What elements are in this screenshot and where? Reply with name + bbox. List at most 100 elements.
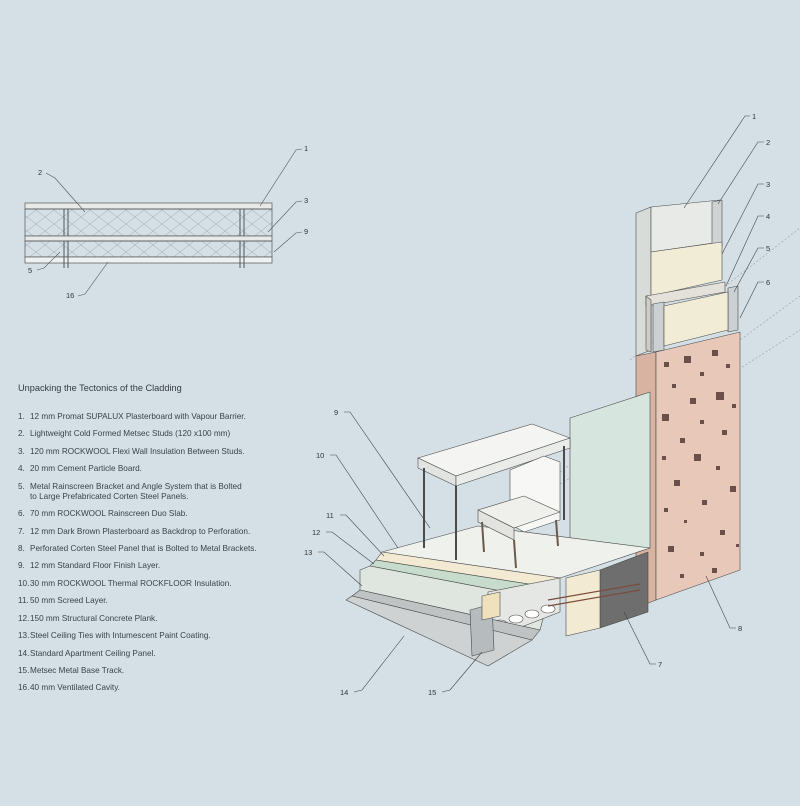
floor-trim (547, 583, 641, 607)
legend-item-text: 12 mm Standard Floor Finish Layer. (30, 561, 161, 571)
legend-item-number: 7. (18, 526, 25, 536)
corten-perforations (662, 350, 739, 578)
wall-layer-cement-board-side (645, 295, 652, 353)
axo-callout-12: 12 (312, 528, 320, 537)
section-callout-3: 3 (304, 196, 308, 205)
legend-item-number: 4. (18, 464, 25, 474)
axo-callout-6: 6 (766, 278, 770, 287)
section-callout-2: 2 (38, 168, 42, 177)
legend-item-number: 3. (18, 446, 25, 456)
legend-item: 12.150 mm Structural Concrete Plank. (18, 614, 308, 624)
section-inner-board (24, 235, 273, 242)
section-stud-right (239, 209, 245, 268)
support-column (565, 569, 601, 637)
section-callout-1: 1 (304, 144, 308, 153)
legend-item-text: Metal Rainscreen Bracket and Angle Syste… (30, 481, 242, 501)
legend-item: 6. 70 mm ROCKWOOL Rainscreen Duo Slab. (18, 509, 308, 519)
legend-item-text: 50 mm Screed Layer. (30, 596, 108, 606)
axo-callout-15: 15 (428, 688, 436, 697)
legend-item-number: 15. (18, 666, 30, 675)
axo-callout-8: 8 (738, 624, 742, 633)
legend-title: Unpacking the Tectonics of the Cladding (18, 383, 182, 393)
wall-bracket (652, 301, 665, 353)
floor-edge-block (481, 591, 501, 621)
section-callout-16: 16 (66, 291, 74, 300)
axo-callout-2: 2 (766, 138, 770, 147)
section-insulation-lower (24, 240, 273, 258)
legend-item-number: 11. (18, 596, 29, 606)
legend-list: 1. 12 mm Promat SUPALUX Plasterboard with… (18, 412, 308, 693)
legend-item-text: Perforated Corten Steel Panel that is Bo… (30, 543, 257, 553)
legend-item-text: 70 mm ROCKWOOL Rainscreen Duo Slab. (30, 509, 188, 519)
legend-item-number: 2. (18, 429, 25, 439)
legend-item: 14.Standard Apartment Ceiling Panel. (18, 649, 308, 659)
legend-item-number: 5. (18, 481, 25, 491)
wall-bracket-2 (727, 285, 739, 333)
corten-panel-face (655, 331, 741, 601)
axo-callout-1: 1 (752, 112, 756, 121)
axo-callout-3: 3 (766, 180, 770, 189)
section-callout-5: 5 (28, 266, 32, 275)
legend-item-number: 8. (18, 543, 25, 553)
section-callout-9: 9 (304, 227, 308, 236)
axo-callout-9: 9 (334, 408, 338, 417)
legend-item-number: 14. (18, 648, 30, 658)
legend-item: 2. Lightweight Cold Formed Metsec Studs (… (18, 429, 308, 439)
legend-item-number: 13. (18, 631, 30, 641)
legend-item: 11.50 mm Screed Layer. (18, 596, 308, 606)
section-stud-left (63, 209, 69, 268)
legend-item-text: 40 mm Ventilated Cavity. (30, 683, 120, 693)
axo-callout-5: 5 (766, 244, 770, 253)
axo-callout-labels: 1 2 3 4 5 6 7 8 9 10 11 12 13 14 15 (304, 112, 770, 697)
legend-item-text: 120 mm ROCKWOOL Flexi Wall Insulation Be… (30, 446, 245, 456)
legend-panel: Unpacking the Tectonics of the Cladding … (18, 383, 308, 701)
legend-item: 8. Perforated Corten Steel Panel that is … (18, 544, 308, 554)
axo-callout-11: 11 (326, 511, 334, 520)
legend-item: 3. 120 mm ROCKWOOL Flexi Wall Insulation … (18, 447, 308, 457)
axonometric-cladding-model (345, 199, 800, 667)
legend-item: 10.30 mm ROCKWOOL Thermal ROCKFLOOR Insu… (18, 579, 308, 589)
legend-item: 5. Metal Rainscreen Bracket and Angle Sys… (18, 482, 308, 502)
legend-item-text: 12 mm Promat SUPALUX Plasterboard with V… (30, 412, 246, 422)
axo-leaders (318, 115, 764, 693)
legend-item-number: 10. (18, 578, 30, 588)
legend-item: 1. 12 mm Promat SUPALUX Plasterboard with… (18, 412, 308, 422)
legend-item-text: Lightweight Cold Formed Metsec Studs (12… (30, 429, 231, 439)
section-leaders (36, 148, 303, 297)
axo-callout-13: 13 (304, 548, 312, 557)
legend-item: 13.Steel Ceiling Ties with Intumescent P… (18, 631, 308, 641)
axo-callout-14: 14 (340, 688, 348, 697)
legend-item-text: Steel Ceiling Ties with Intumescent Pain… (30, 631, 211, 641)
legend-item-text: 30 mm ROCKWOOL Thermal ROCKFLOOR Insulat… (30, 578, 232, 588)
wall-layer-insulation (650, 241, 723, 297)
legend-item-number: 6. (18, 509, 25, 519)
axo-callout-10: 10 (316, 451, 324, 460)
legend-item: 16.40 mm Ventilated Cavity. (18, 683, 308, 693)
wall-section-diagram (24, 202, 273, 268)
legend-item-number: 9. (18, 561, 25, 571)
axo-callout-7: 7 (658, 660, 662, 669)
section-callout-labels: 2 1 3 9 5 16 (28, 144, 308, 300)
legend-item-text: Metsec Metal Base Track. (30, 666, 125, 675)
section-outer-board (24, 202, 273, 210)
legend-item: 15.Metsec Metal Base Track. (18, 666, 308, 676)
legend-item-text: Standard Apartment Ceiling Panel. (30, 648, 156, 658)
legend-item: 9. 12 mm Standard Floor Finish Layer. (18, 561, 308, 571)
legend-item-text: 20 mm Cement Particle Board. (30, 464, 142, 474)
legend-item: 7. 12 mm Dark Brown Plasterboard as Backd… (18, 527, 308, 537)
legend-item-number: 12. (18, 613, 30, 623)
legend-item-text: 150 mm Structural Concrete Plank. (30, 613, 158, 623)
legend-item-text: 12 mm Dark Brown Plasterboard as Backdro… (30, 526, 251, 536)
chair-legs (481, 519, 559, 569)
legend-item-number: 1. (18, 412, 25, 422)
desk-side-edge (455, 437, 571, 487)
axo-callout-4: 4 (766, 212, 770, 221)
wall-layer-rainscreen-slab (663, 291, 729, 347)
wall-stud (711, 199, 723, 249)
legend-item-number: 16. (18, 683, 30, 693)
section-cavity (24, 256, 273, 264)
desk-legs (423, 446, 565, 560)
section-insulation-upper (24, 208, 273, 237)
legend-item: 4. 20 mm Cement Particle Board. (18, 464, 308, 474)
